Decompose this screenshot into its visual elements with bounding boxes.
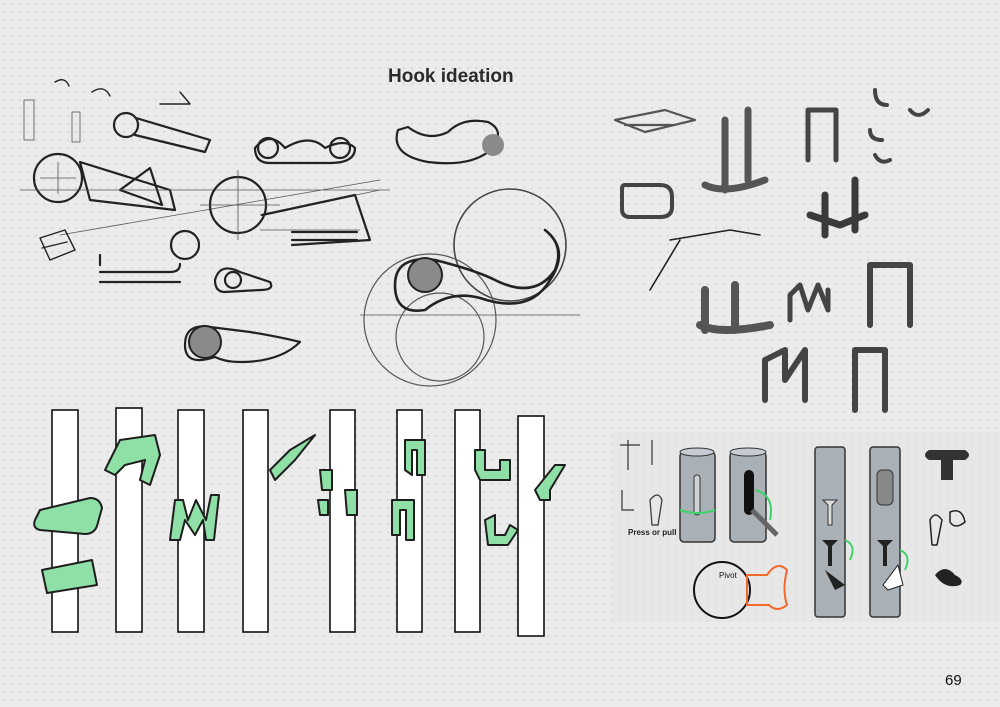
hook-sketches-top-left xyxy=(20,79,504,364)
bar-hook-studies xyxy=(33,407,566,637)
bar-7 xyxy=(454,409,481,633)
page-number: 69 xyxy=(945,672,962,689)
mechanism-panel xyxy=(612,432,1000,622)
bar-8 xyxy=(517,415,545,637)
construction-circles-sketch xyxy=(360,188,580,387)
press-or-pull-label: Press or pull xyxy=(628,528,677,537)
hook-sketches-top-right xyxy=(613,88,930,413)
page-title: Hook ideation xyxy=(388,66,514,87)
bar-4 xyxy=(242,409,269,633)
pivot-label: Pivot xyxy=(719,571,737,580)
bar-5 xyxy=(329,409,356,633)
